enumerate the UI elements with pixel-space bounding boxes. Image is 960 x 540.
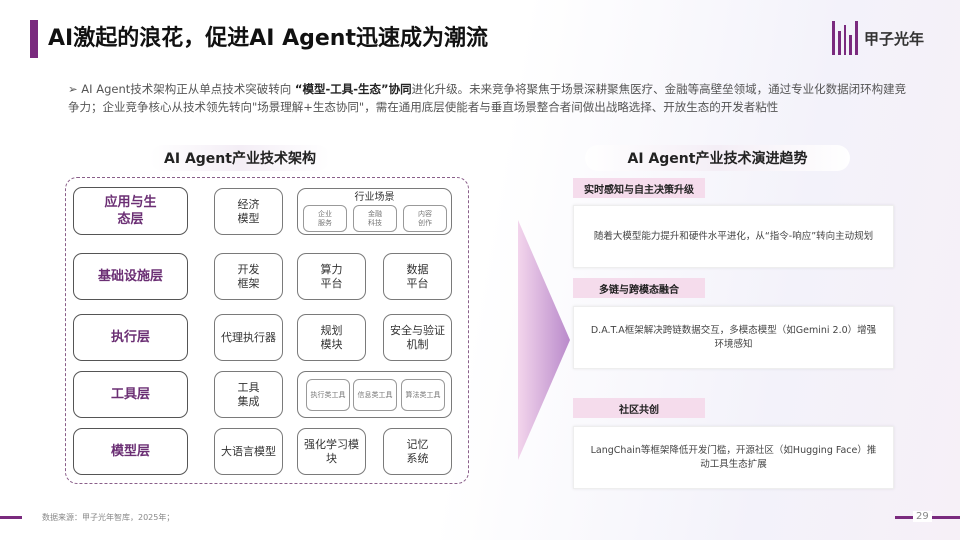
- trend-tag-3: 社区共创: [573, 398, 705, 418]
- planning-module: 规划模块: [297, 314, 366, 361]
- summary-bullet: ➢ AI Agent技术架构正从单点技术突破转向 “模型-工具-生态”协同进化升…: [68, 82, 907, 114]
- layer-model: 模型层: [73, 428, 188, 475]
- tool-integration: 工具集成: [214, 371, 283, 418]
- sub-fintech: 金融科技: [353, 205, 397, 232]
- layer-app: 应用与生态层: [73, 187, 188, 235]
- econ-model: 经济模型: [214, 188, 283, 235]
- security-mechanism: 安全与验证机制: [383, 314, 452, 361]
- compute-platform: 算力平台: [297, 253, 366, 300]
- trend-card-1: 随着大模型能力提升和硬件水平进化，从“指令-响应”转向主动规划: [573, 205, 894, 268]
- architecture-frame: [65, 177, 469, 484]
- footer-left-line: [0, 516, 22, 519]
- trend-tag-1: 实时感知与自主决策升级: [573, 178, 705, 198]
- layer-infra: 基础设施层: [73, 253, 188, 300]
- footer-source: 数据来源：甲子光年智库，2025年；: [42, 513, 175, 522]
- tool-info: 信息类工具: [353, 379, 397, 411]
- arrow-right-icon: [518, 220, 570, 460]
- memory-system: 记忆系统: [383, 428, 452, 475]
- llm: 大语言模型: [214, 428, 283, 475]
- industry-label: 行业场景: [354, 192, 395, 203]
- tool-exec: 执行类工具: [306, 379, 350, 411]
- logo: 甲子光年: [832, 18, 942, 58]
- sub-content: 内容创作: [403, 205, 447, 232]
- logo-name: 甲子光年: [864, 29, 925, 48]
- trend-tag-2: 多链与跨模态融合: [573, 278, 705, 298]
- title-accent-bar: [30, 20, 38, 58]
- bullet-post: 进化升级。未来竞争将聚焦于场景深耕聚焦医疗、金融等高壁垒领域，通过专业化数据闭环…: [68, 82, 907, 114]
- bullet-pre: AI Agent技术架构正从单点技术突破转向: [81, 82, 295, 96]
- tool-types: 执行类工具 信息类工具 算法类工具: [297, 371, 452, 418]
- agent-executor: 代理执行器: [214, 314, 283, 361]
- logo-mark-icon: [832, 21, 858, 55]
- page-title: AI激起的浪花，促进AI Agent迅速成为潮流: [48, 26, 488, 51]
- rl-module: 强化学习模块: [297, 428, 366, 475]
- page-number: 29: [913, 511, 932, 522]
- layer-exec: 执行层: [73, 314, 188, 361]
- left-header: AI Agent产业技术架构: [150, 145, 330, 171]
- industry-scenarios: 行业场景 企业服务 金融科技 内容创作: [297, 188, 452, 235]
- layer-tools: 工具层: [73, 371, 188, 418]
- sub-enterprise: 企业服务: [303, 205, 347, 232]
- right-header: AI Agent产业技术演进趋势: [585, 145, 850, 171]
- bullet-bold: “模型-工具-生态”协同: [294, 82, 412, 96]
- trend-card-2: D.A.T.A框架解决跨链数据交互，多模态模型（如Gemini 2.0）增强环境…: [573, 306, 894, 369]
- trend-card-3: LangChain等框架降低开发门槛，开源社区（如Hugging Face）推动…: [573, 426, 894, 489]
- tool-algo: 算法类工具: [401, 379, 445, 411]
- data-platform: 数据平台: [383, 253, 452, 300]
- dev-framework: 开发框架: [214, 253, 283, 300]
